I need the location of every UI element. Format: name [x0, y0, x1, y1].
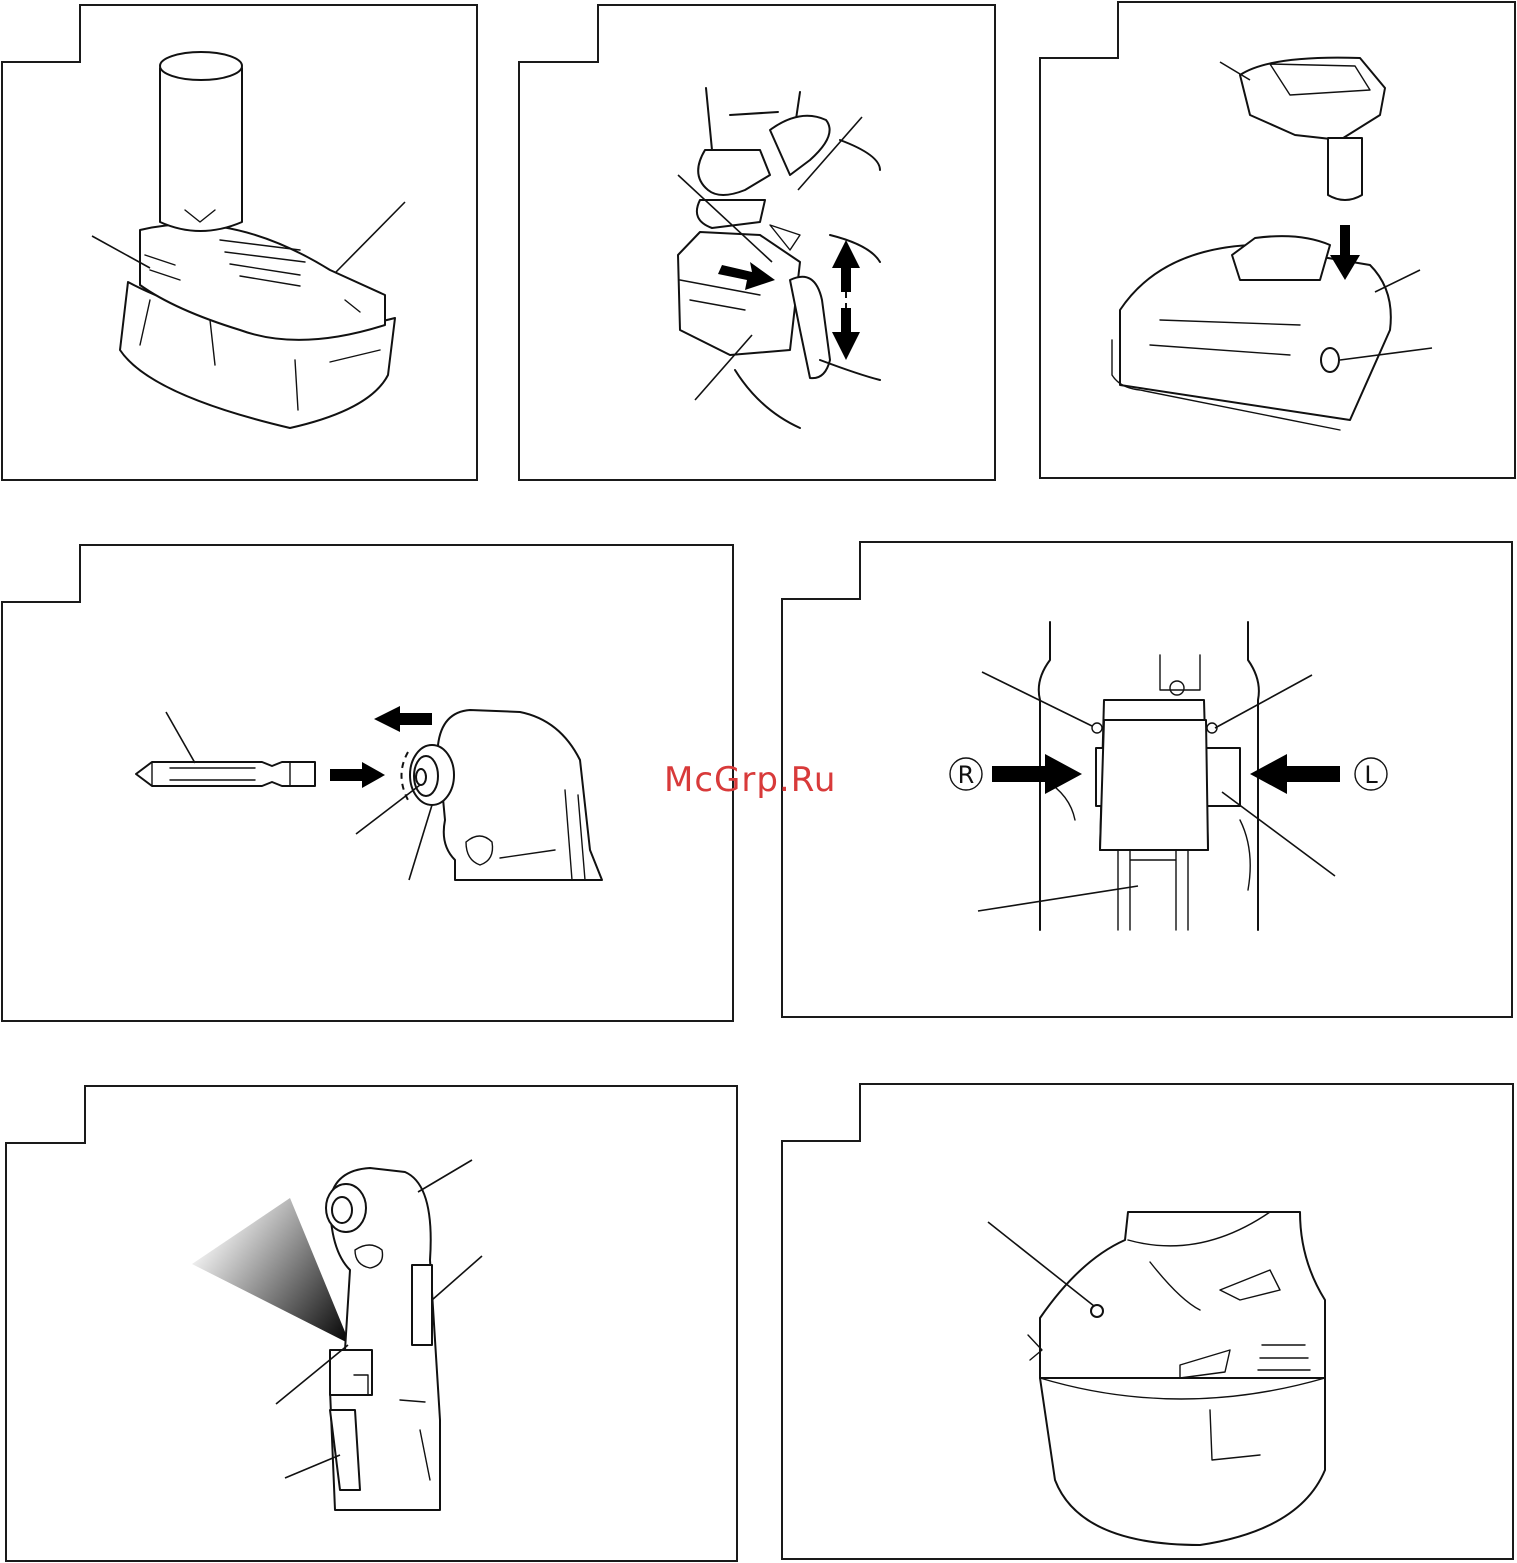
figure-4-bit-insertion — [2, 545, 733, 1021]
figure-6-led-light — [6, 1086, 737, 1561]
figure-5-direction-switch: R L — [782, 542, 1512, 1017]
figure-3-charger — [1040, 2, 1515, 478]
figure-1-battery-pack — [2, 5, 477, 480]
rotation-symbol-right-label: R — [958, 761, 975, 789]
watermark: McGrp.Ru — [664, 760, 836, 800]
rotation-symbol-left-label: L — [1364, 761, 1378, 789]
figure-2-battery-removal — [519, 5, 995, 480]
figure-7-battery-indicator — [782, 1084, 1513, 1559]
